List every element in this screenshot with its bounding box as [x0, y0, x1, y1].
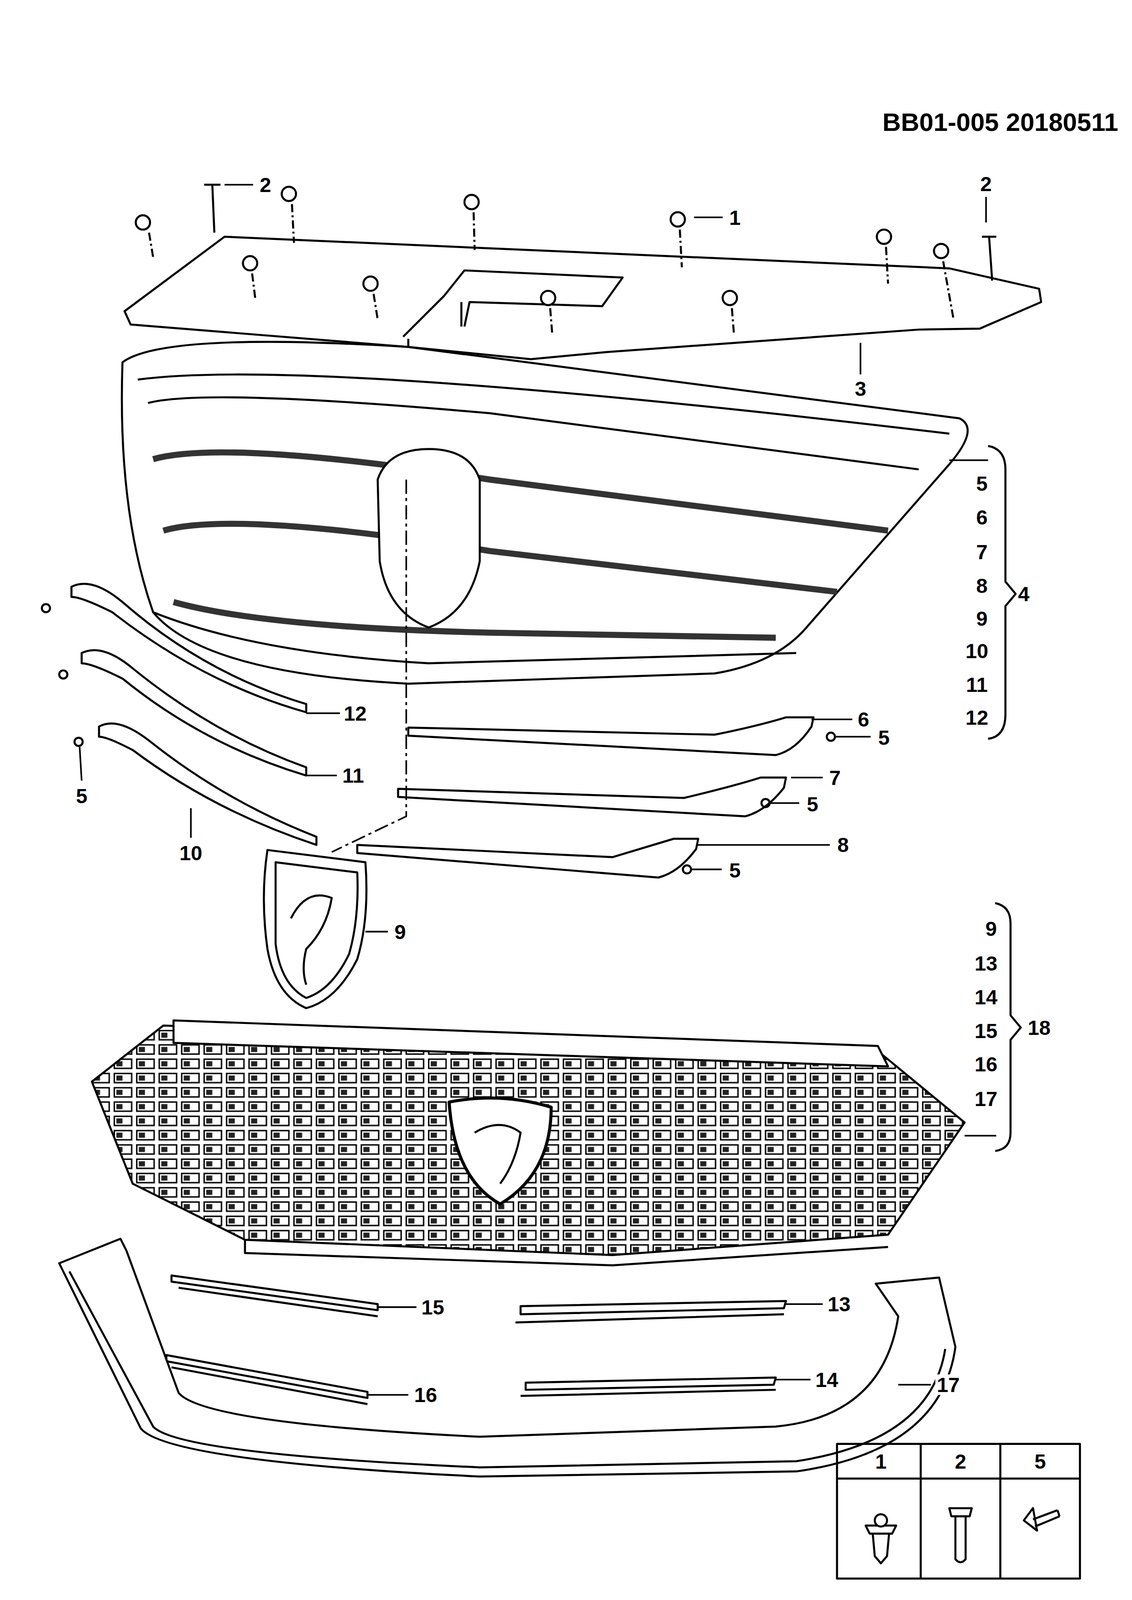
callout-number: 9 — [975, 608, 990, 629]
callout-number: 1 — [727, 207, 742, 228]
callout-number: 5 — [876, 727, 892, 749]
callout-number: 12 — [342, 703, 368, 724]
callout-number: 11 — [964, 674, 990, 696]
table-header: 1 — [873, 1451, 888, 1472]
callout-number: 14 — [813, 1369, 840, 1391]
callout-number: 14 — [973, 986, 999, 1008]
callout-number: 16 — [412, 1385, 439, 1406]
callout-number: 13 — [826, 1294, 852, 1315]
callout-number: 4 — [1016, 584, 1031, 605]
callout-number: 9 — [392, 921, 407, 943]
callout-number: 7 — [975, 542, 990, 563]
callout-number: 15 — [420, 1297, 446, 1318]
callout-number: 9 — [984, 918, 999, 939]
callout-number: 6 — [975, 507, 990, 528]
callout-number: 10 — [177, 843, 204, 864]
callout-number: 13 — [973, 953, 999, 974]
callout-number: 17 — [935, 1374, 961, 1396]
callout-number: 16 — [973, 1054, 999, 1075]
table-header: 2 — [953, 1451, 968, 1472]
callout-number: 3 — [853, 378, 868, 400]
callout-number: 12 — [964, 707, 990, 728]
callout-number: 5 — [805, 793, 820, 815]
callout-number: 5 — [74, 785, 89, 807]
table-header: 5 — [1032, 1451, 1048, 1472]
callout-number: 8 — [835, 834, 851, 856]
callout-number: 5 — [727, 860, 742, 882]
callout-number: 7 — [827, 767, 842, 788]
callout-number: 10 — [964, 641, 990, 662]
callout-number: 6 — [856, 709, 871, 731]
callout-number: 8 — [975, 575, 990, 597]
callout-number: 2 — [258, 174, 273, 195]
callout-number: 2 — [979, 173, 994, 194]
callout-number: 5 — [975, 473, 990, 495]
callout-number: 17 — [973, 1089, 999, 1110]
callout-number: 18 — [1026, 1017, 1052, 1039]
callout-number: 15 — [973, 1020, 999, 1042]
diagram-title: BB01-005 20180511 — [882, 109, 1119, 136]
callout-number: 11 — [340, 765, 366, 787]
